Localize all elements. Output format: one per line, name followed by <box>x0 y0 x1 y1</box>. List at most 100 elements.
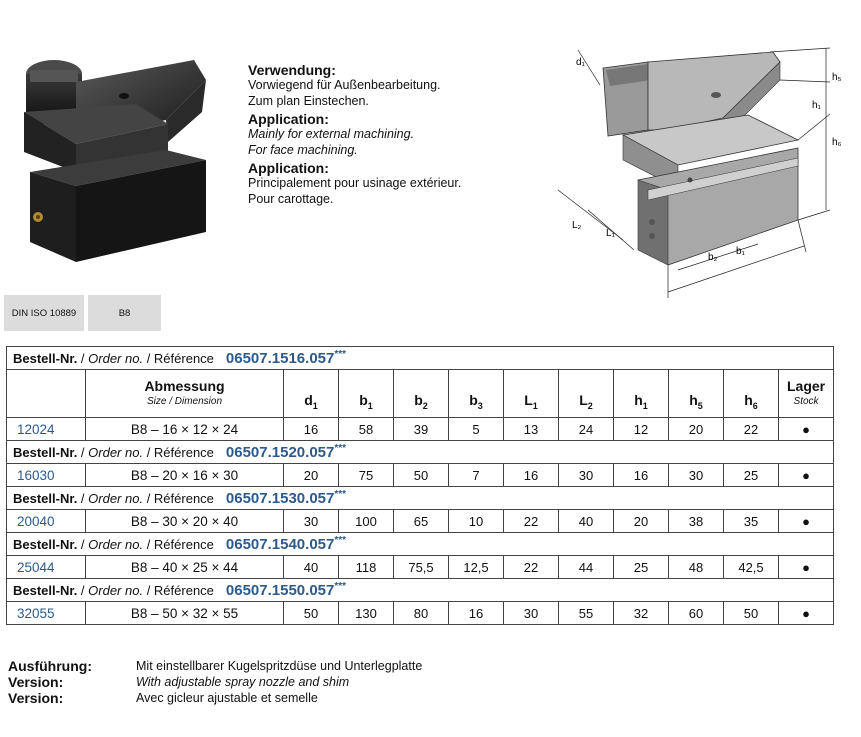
order-number[interactable]: 06507.1516.057*** <box>225 349 347 367</box>
version-footer: Ausführung: Mit einstellbarer Kugelsprit… <box>8 658 422 706</box>
dimension-cell: B8 – 16 × 12 × 24 <box>85 417 284 441</box>
header-stock-sub: Stock <box>793 395 819 407</box>
label-b1: b₁ <box>736 246 746 257</box>
value-cell: 75,5 <box>393 555 449 579</box>
header-col-l2: L2 <box>558 369 614 418</box>
dimension-cell: B8 – 20 × 16 × 30 <box>85 463 284 487</box>
header-sub: 3 <box>477 401 483 411</box>
application-de: Verwendung: Vorwiegend für Außenbearbeit… <box>248 62 538 109</box>
order-number[interactable]: 06507.1550.057*** <box>225 581 347 599</box>
order-number[interactable]: 06507.1540.057*** <box>225 535 347 553</box>
header-sub: 1 <box>642 401 648 411</box>
stock-dot: ● <box>777 417 835 441</box>
header-sub: 2 <box>422 401 428 411</box>
application-fr: Application: Principalement pour usinage… <box>248 160 538 207</box>
order-stars: *** <box>334 489 347 500</box>
value-cell: 7 <box>448 463 504 487</box>
value-cell: 118 <box>338 555 394 579</box>
value-cell: 10 <box>448 509 504 533</box>
version-label: Version: <box>8 674 64 690</box>
value-cell: 35 <box>723 509 779 533</box>
value-cell: 55 <box>558 601 614 625</box>
version-label: Version: <box>8 690 64 706</box>
value-cell: 16 <box>283 417 339 441</box>
value-cell: 38 <box>668 509 724 533</box>
value-cell: 30 <box>503 601 559 625</box>
order-table: Bestell-Nr. / Order no. / Référence 06507… <box>5 346 835 625</box>
article-number[interactable]: 16030 <box>6 463 86 487</box>
order-number[interactable]: 06507.1520.057*** <box>225 443 347 461</box>
order-sep: / <box>77 583 89 598</box>
value-cell: 12 <box>613 417 669 441</box>
heading: Application: <box>248 111 329 127</box>
application-en: Application: Mainly for external machini… <box>248 111 538 158</box>
header-col-h6: h6 <box>723 369 779 418</box>
header-col-h1: h1 <box>613 369 669 418</box>
line: Mainly for external machining. <box>248 127 415 141</box>
value-cell: 16 <box>613 463 669 487</box>
order-stars: *** <box>334 535 347 546</box>
order-label-en: Order no. <box>88 537 144 552</box>
stock-dot: ● <box>777 463 835 487</box>
value-cell: 50 <box>393 463 449 487</box>
order-label-fr: Référence <box>153 583 214 598</box>
value-cell: 25 <box>723 463 779 487</box>
article-number[interactable]: 12024 <box>6 417 86 441</box>
version-row-de: Ausführung: Mit einstellbarer Kugelsprit… <box>8 658 422 674</box>
label-h1: h₁ <box>812 100 822 111</box>
value-cell: 130 <box>338 601 394 625</box>
header-col-b3: b3 <box>448 369 504 418</box>
label-h6: h₆ <box>832 137 842 148</box>
line: Zum plan Einstechen. <box>248 93 369 108</box>
header-col-l1: L1 <box>503 369 559 418</box>
order-label-fr: Référence <box>153 351 214 366</box>
dimension-cell: B8 – 30 × 20 × 40 <box>85 509 284 533</box>
article-number[interactable]: 32055 <box>6 601 86 625</box>
value-cell: 75 <box>338 463 394 487</box>
order-label-de: Bestell-Nr. <box>13 491 78 506</box>
order-label-fr: Référence <box>153 491 214 506</box>
value-cell: 20 <box>668 417 724 441</box>
value-cell: 22 <box>503 555 559 579</box>
order-number[interactable]: 06507.1530.057*** <box>225 489 347 507</box>
application-text: Verwendung: Vorwiegend für Außenbearbeit… <box>248 60 538 207</box>
header-sub: 1 <box>532 401 538 411</box>
order-sep: / <box>143 583 154 598</box>
article-number[interactable]: 20040 <box>6 509 86 533</box>
value-cell: 16 <box>448 601 504 625</box>
line: For face machining. <box>248 142 358 157</box>
order-label-fr: Référence <box>153 537 214 552</box>
order-sep: / <box>143 537 154 552</box>
dimension-cell: B8 – 50 × 32 × 55 <box>85 601 284 625</box>
value-cell: 50 <box>723 601 779 625</box>
header-dimension-sub: Size / Dimension <box>146 395 223 407</box>
header-sub: 1 <box>367 401 373 411</box>
value-cell: 30 <box>668 463 724 487</box>
value-cell: 16 <box>503 463 559 487</box>
value-cell: 22 <box>503 509 559 533</box>
value-cell: 20 <box>283 463 339 487</box>
label-b2: b₂ <box>708 252 718 263</box>
value-cell: 20 <box>613 509 669 533</box>
header-sub: 2 <box>587 401 593 411</box>
form-tag: B8 <box>88 295 161 331</box>
order-sep: / <box>143 491 154 506</box>
value-cell: 58 <box>338 417 394 441</box>
version-text: Mit einstellbarer Kugelspritzdüse und Un… <box>136 659 423 673</box>
article-number[interactable]: 25044 <box>6 555 86 579</box>
label-h5: h₅ <box>832 72 842 83</box>
